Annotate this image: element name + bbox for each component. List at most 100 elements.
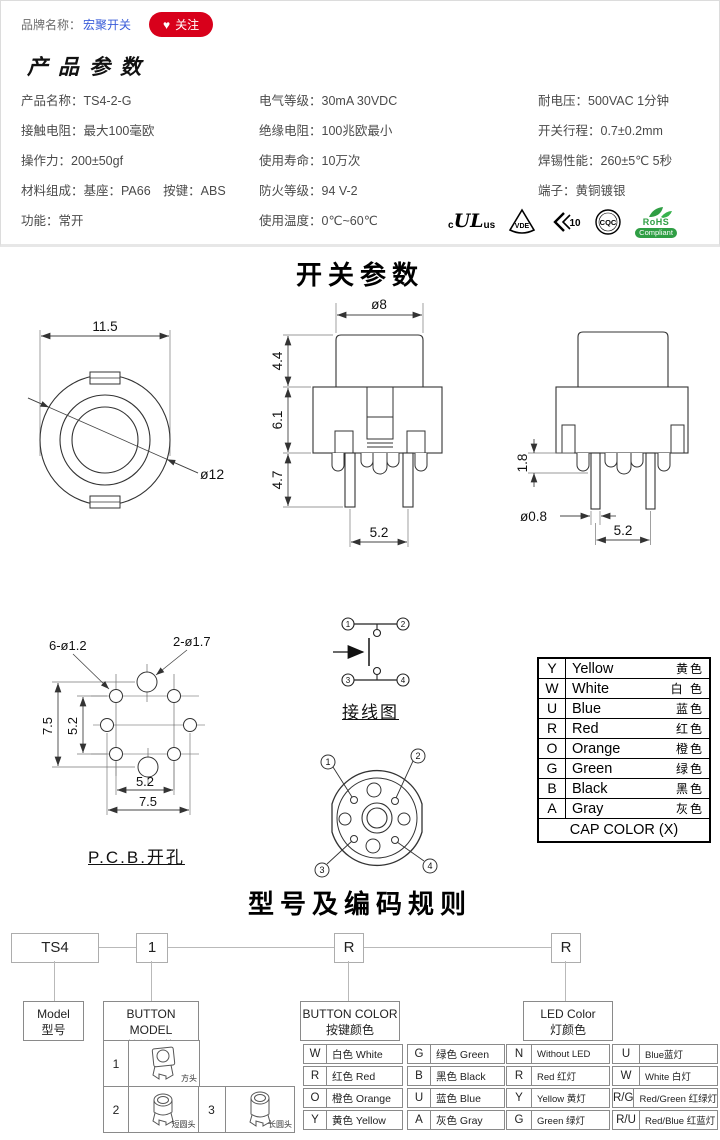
dim-pin-length: 4.7 [270,471,285,490]
side-view-drawing: 1.8 ø0.8 5.2 [515,331,689,545]
dim-pcb-v-inner: 5.2 [65,717,80,735]
dim-top-diameter: ø12 [200,466,224,482]
heart-icon: ♥ [163,17,171,32]
dim-pin-diameter: ø0.8 [520,509,547,524]
drop-line-button-model [151,961,152,1001]
button-shape-square-label: 方头 [181,1074,197,1083]
brand-label: 品牌名称： [21,18,82,32]
coding-rules-heading: 型号及编码规则 [247,889,472,919]
dim-pcb-v-outer: 7.5 [40,717,55,735]
spec-item: 耐电压：500VAC 1分钟 [538,94,670,108]
brand-link[interactable]: 宏聚开关 [83,18,132,32]
rohs-cert-icon: RoHS Compliant [635,206,677,238]
dim-tab-height: 1.8 [515,454,530,473]
vde-cert-icon: VDE [509,208,536,234]
spec-item: 产品名称：TS4-2-G [21,94,132,108]
button-shape-short-round-cell: 短圆头 [129,1087,199,1132]
button-shape-long-round-cell: 长圆头 [226,1087,295,1132]
button-shape-square-cell: 方头 [129,1041,199,1086]
dim-pin-pitch: 5.2 [370,525,389,540]
spec-item: 操作力：200±50gf [21,154,124,168]
code-box-led-color: R [551,933,581,963]
product-params-panel: 品牌名称： 宏聚开关 ♥ 关注 产品参数 产品名称：TS4-2-G 接触电阻：最… [0,0,720,247]
code-box-button-model: 1 [136,933,168,963]
button-model-code-2: 2 [104,1087,129,1132]
code-box-model: TS4 [11,933,99,963]
spec-column-3: 耐电压：500VAC 1分钟 开关行程：0.7±0.2mm 焊锡性能：260±5… [538,86,672,206]
button-model-row-2: 2 短圆头 3 长圆头 [103,1086,295,1133]
bottom-view-drawing: 1 2 3 4 [314,748,438,878]
code-box-button-color: R [334,933,364,963]
spec-item: 电气等级：30mA 30VDC [259,94,398,108]
dim-body-height: 6.1 [270,411,285,430]
button-shape-short-round-label: 短圆头 [171,1120,196,1129]
button-shape-long-round-icon [249,1091,271,1127]
dim-top-width: 11.5 [92,319,117,334]
svg-text:VDE: VDE [515,223,530,230]
pcb-small-holes-label: 6-ø1.2 [49,638,87,653]
wiring-diagram-label: 接线图 [342,703,399,722]
pin-number-1: 1 [325,757,330,767]
button-shape-square-icon [151,1046,176,1080]
dim-cap-diameter: ø8 [371,297,387,312]
wiring-diagram: 1 2 3 4 [333,617,410,687]
spec-item: 使用温度：0℃~60℃ [259,214,378,228]
spec-item: 焊锡性能：260±5℃ 5秒 [538,154,673,168]
model-legend-cn: 型号 [41,1023,66,1037]
pcb-large-holes-label: 2-ø1.7 [173,634,211,649]
terminal-2: 2 [401,620,406,629]
cqc-cert-icon: CQC [595,209,621,235]
spec-item: 功能：常开 [21,214,84,228]
button-model-code-1: 1 [104,1041,129,1086]
drop-line-model [54,961,55,1001]
spec-column-1: 产品名称：TS4-2-G 接触电阻：最大100毫欧 操作力：200±50gf 材… [21,86,226,236]
follow-label: 关注 [175,18,200,32]
top-view-drawing: 11.5 ø12 [27,319,224,509]
dim-cap-height: 4.4 [270,351,285,370]
efup10-cert-icon: 10 [553,212,582,232]
dim-pcb-h-inner: 5.2 [136,774,154,789]
spec-item: 绝缘电阻：100兆欧最小 [259,124,393,138]
button-shape-short-round-icon [152,1093,174,1126]
model-legend-box: Model 型号 [23,1001,84,1041]
drop-line-button-color [348,961,349,1001]
pin-number-3: 3 [319,865,324,875]
svg-text:10: 10 [570,218,582,229]
spec-item: 防火等级：94 V-2 [259,184,358,198]
drop-line-led-color [565,961,566,1001]
terminal-1: 1 [346,620,351,629]
spec-column-2: 电气等级：30mA 30VDC 绝缘电阻：100兆欧最小 使用寿命：10万次 防… [259,86,397,236]
terminal-4: 4 [401,676,406,685]
brand-bar: 品牌名称： 宏聚开关 ♥ 关注 [21,12,214,37]
button-model-code-3: 3 [199,1087,226,1132]
cap-color-footer: CAP COLOR (X) [539,818,709,841]
spec-item: 开关行程：0.7±0.2mm [538,124,663,138]
dim-side-pitch: 5.2 [614,523,633,538]
spec-item: 材料组成：基座：PA66 按键：ABS [21,184,226,198]
button-model-row-1: 1 方头 [103,1040,200,1087]
button-shape-long-round-label: 长圆头 [268,1120,292,1129]
product-params-heading: 产品参数 [27,54,151,79]
led-color-header: LED Color 灯颜色 [523,1001,613,1041]
pcb-hole-drawing: 7.5 5.2 5.2 7.5 6-ø1.2 2-ø1.7 [40,634,211,815]
follow-button[interactable]: ♥ 关注 [149,12,214,37]
button-color-header: BUTTON COLOR 按键颜色 [300,1001,400,1041]
